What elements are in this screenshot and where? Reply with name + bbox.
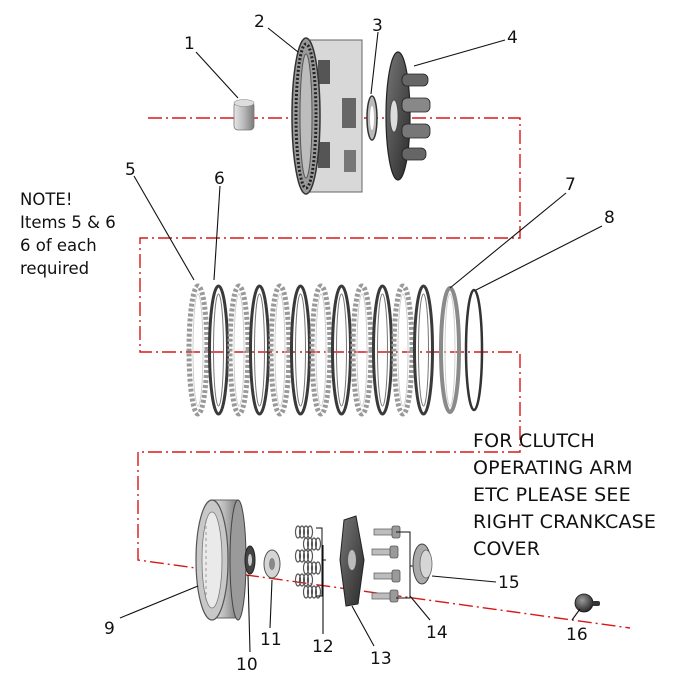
plates-quantity-note: NOTE! Items 5 & 6 6 of each required — [20, 188, 116, 280]
clutch-bolt — [373, 569, 401, 583]
steel-plate — [372, 284, 393, 416]
part-15-bearing — [412, 543, 433, 585]
part-16-cap — [574, 593, 600, 613]
callout-5: 5 — [125, 160, 136, 180]
friction-plate — [227, 283, 251, 417]
part-2-clutch-basket — [291, 37, 363, 195]
friction-plate — [268, 283, 292, 417]
clutch-arm-reference-note: FOR CLUTCH OPERATING ARM ETC PLEASE SEE … — [473, 428, 656, 563]
part-3-washer — [366, 95, 378, 141]
callout-2: 2 — [254, 12, 265, 32]
part-1-bushing — [233, 99, 255, 131]
steel-plate — [413, 284, 434, 416]
part-9-pressure-plate — [195, 499, 247, 621]
callout-8: 8 — [604, 208, 615, 228]
leader-lines — [119, 27, 603, 653]
callout-11: 11 — [260, 630, 282, 650]
clutch-note-line: OPERATING ARM — [473, 457, 633, 479]
part-11-bearing — [263, 549, 281, 579]
note-line: NOTE! — [20, 190, 73, 209]
steel-plate — [290, 284, 311, 416]
callout-numbers: 1 2 3 4 5 6 7 8 9 10 11 12 13 14 15 16 — [104, 12, 615, 675]
steel-plate — [331, 284, 352, 416]
clutch-spring — [302, 585, 322, 599]
callout-6: 6 — [214, 169, 225, 189]
callout-12: 12 — [312, 637, 334, 657]
part-12-springs — [294, 525, 326, 599]
part-5-6-clutch-plates — [186, 283, 434, 417]
part-10-washer — [244, 545, 256, 575]
clutch-note-line: RIGHT CRANKCASE — [473, 511, 657, 533]
part-13-lifter-plate — [339, 515, 365, 607]
callout-3: 3 — [372, 16, 383, 36]
part-7-plate — [439, 286, 461, 414]
clutch-spring — [294, 525, 314, 539]
clutch-note-line: COVER — [473, 538, 541, 560]
callout-10: 10 — [236, 655, 258, 675]
part-4-clutch-hub — [385, 51, 431, 181]
note-line: 6 of each — [20, 236, 97, 255]
clutch-spring — [302, 561, 322, 575]
clutch-note-line: ETC PLEASE SEE — [473, 484, 631, 506]
part-8-ring — [464, 288, 484, 412]
callout-7: 7 — [565, 175, 576, 195]
callout-14: 14 — [426, 623, 448, 643]
callout-16: 16 — [566, 625, 588, 645]
callout-9: 9 — [104, 619, 115, 639]
clutch-bolt — [371, 545, 399, 559]
clutch-bolt — [371, 589, 399, 603]
friction-plate — [309, 283, 333, 417]
part-14-bolts — [371, 525, 414, 603]
callout-1: 1 — [184, 34, 195, 54]
friction-plate — [350, 283, 374, 417]
friction-plate — [186, 283, 210, 417]
callout-4: 4 — [507, 28, 518, 48]
steel-plate — [208, 284, 229, 416]
clutch-note-line: FOR CLUTCH — [473, 430, 595, 452]
friction-plate — [391, 283, 415, 417]
callout-15: 15 — [498, 573, 520, 593]
note-line: Items 5 & 6 — [20, 213, 116, 232]
note-line: required — [20, 259, 90, 278]
callout-13: 13 — [370, 649, 392, 669]
clutch-spring — [294, 549, 314, 563]
clutch-spring — [302, 537, 322, 551]
clutch-spring — [294, 573, 314, 587]
steel-plate — [249, 284, 270, 416]
